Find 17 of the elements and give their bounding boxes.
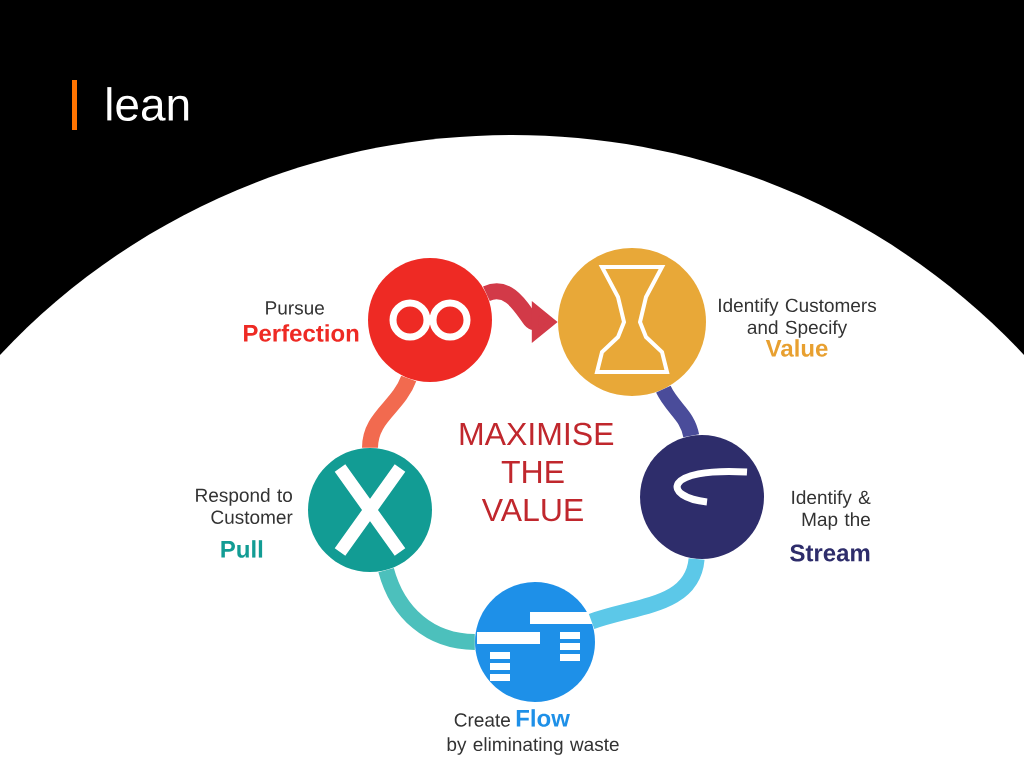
step-caption: Identify Customers and Specify <box>719 298 877 338</box>
slide-title: lean <box>107 87 189 121</box>
step-caption: Stream <box>790 544 870 562</box>
step-caption: Respond to Customer <box>196 488 293 524</box>
step-circle <box>558 248 706 396</box>
step-caption: Pursue <box>266 301 324 315</box>
step-caption: Value <box>765 339 828 357</box>
step-caption: by eliminating waste <box>447 737 619 755</box>
step-caption: Identify & Map the <box>792 490 871 530</box>
step-caption: Flow <box>516 709 570 727</box>
step-circle <box>368 258 492 382</box>
step-circle <box>640 435 764 559</box>
step-circle <box>308 448 432 572</box>
center-label: MAXIMISE THE VALUE <box>460 422 614 522</box>
step-caption: Pull <box>221 540 263 558</box>
step-caption: Create <box>454 713 510 727</box>
step-caption: Perfection <box>244 324 359 342</box>
